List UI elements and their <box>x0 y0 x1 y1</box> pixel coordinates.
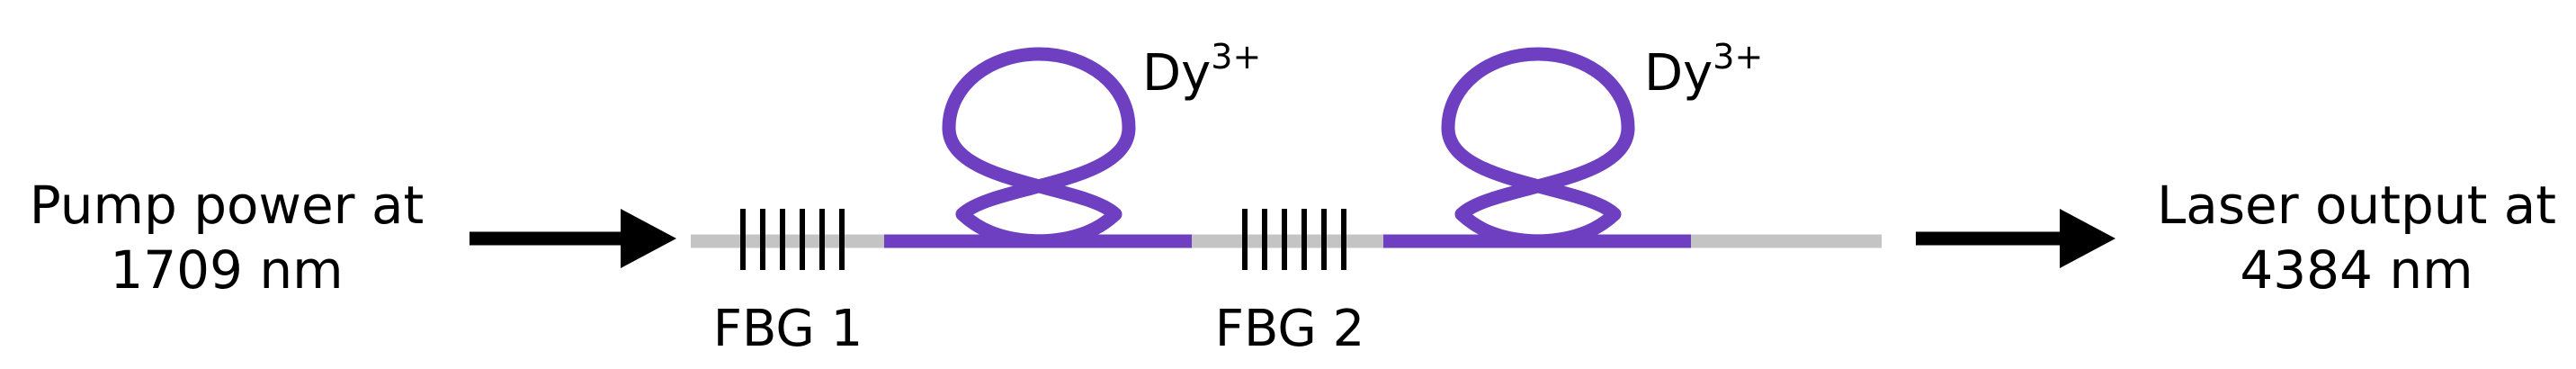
input-arrow-icon <box>470 209 676 268</box>
dopant-1-label: Dy3+ <box>1142 37 1261 103</box>
fbg2-grating-icon <box>1242 209 1346 270</box>
fbg1-grating-icon <box>740 209 845 270</box>
dopant-2-label: Dy3+ <box>1644 37 1763 103</box>
doped-fiber-2 <box>1383 47 1691 248</box>
output-label-line2: 4384 nm <box>2240 239 2473 301</box>
dopant-2-superscript: 3+ <box>1713 37 1763 76</box>
fbg2-label: FBG 2 <box>1215 300 1364 358</box>
fiber-loop-1-icon <box>884 47 1192 248</box>
doped-fiber-1 <box>884 47 1192 248</box>
dopant-1-base: Dy <box>1142 44 1211 103</box>
output-arrow-icon <box>1916 209 2115 268</box>
output-label-line1: Laser output at <box>2157 175 2556 236</box>
input-label-line2: 1709 nm <box>110 239 343 301</box>
dopant-2-base: Dy <box>1644 44 1713 103</box>
fbg1-label: FBG 1 <box>713 300 863 358</box>
fiber-loop-2-icon <box>1383 47 1691 248</box>
input-label-line1: Pump power at <box>30 175 424 236</box>
dopant-1-superscript: 3+ <box>1211 37 1261 76</box>
